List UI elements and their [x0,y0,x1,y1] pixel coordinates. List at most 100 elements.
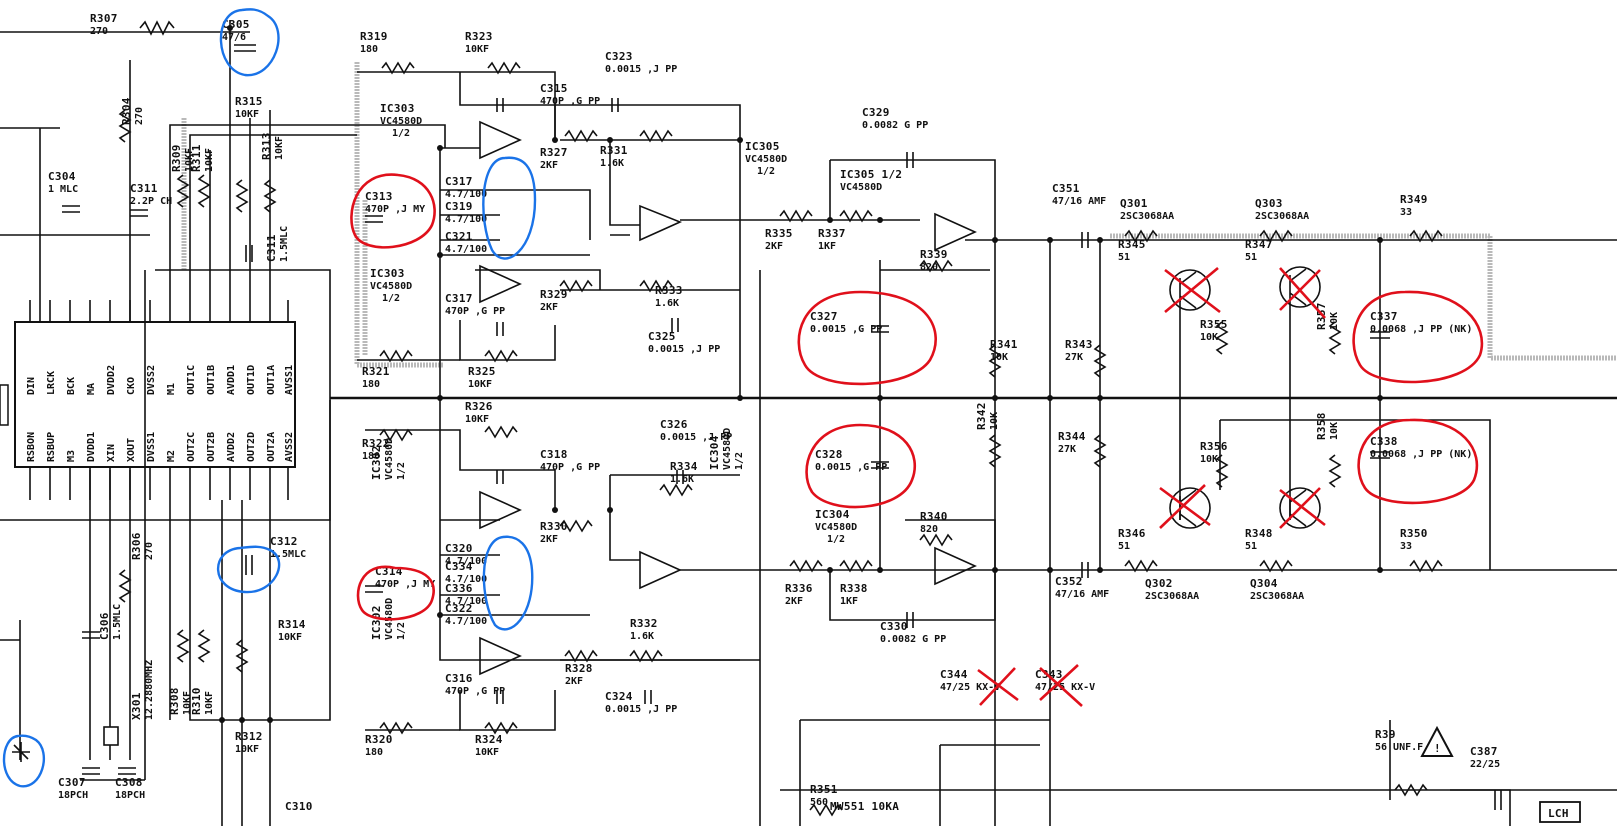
component-ref-label: C320 [445,542,473,555]
component-ref-label: R323 [465,30,493,43]
component-ref-label: C352 [1055,575,1083,588]
dac-top-pin-label: DIN [26,377,37,395]
component-value-label: 10K [1200,332,1218,343]
dac-top-pin-label: OUT1A [266,365,277,395]
component-value-label: 470P ,G PP [540,96,600,107]
dac-top-pin-label: BCK [66,377,77,395]
component-value-label: 4.7/100 [445,616,487,627]
component-value-label: 10KF [465,414,489,425]
component-value-label: 10K [1329,312,1340,330]
component-value-label: 27K [1065,352,1083,363]
component-ref-label: X301 [130,692,143,720]
component-value-label: 12.2880MHZ [144,660,155,720]
component-value-label: 470P ,G PP [445,306,505,317]
component-ref-label: C334 [445,560,473,573]
component-value-label: 470P ,J MY [365,204,425,215]
component-ref-label: Q301 [1120,197,1148,210]
component-ref-label: R355 [1200,318,1228,331]
component-value-label: 10K [990,352,1008,363]
component-ref-label: C304 [48,170,76,183]
component-value-label: 51 [1245,252,1257,263]
component-value-label: 10KF [278,632,302,643]
dac-top-pin-label: DVSS2 [146,365,157,395]
opamp-unit-label: 1/2 [734,452,745,470]
dac-bottom-pin-label: OUT2D [246,432,257,462]
component-ref-label: C306 [98,612,111,640]
junction-dots [219,25,1383,723]
opamp-type-label: VC4580D [840,182,882,193]
opamp-type-label: VC4580D [384,438,395,480]
component-value-label: 47/16 AMF [1052,196,1106,207]
component-value-label: 180 [362,451,380,462]
component-ref-label: R357 [1315,302,1328,330]
resistor-symbols [118,20,1443,817]
component-value-label: 4.7/100 [445,244,487,255]
component-ref-label: R314 [278,618,306,631]
component-value-label: 4.7/100 [445,189,487,200]
component-value-label: 4.7/100 [445,596,487,607]
component-ref-label: C307 [58,776,86,789]
component-value-label: 0.0015 ,J PP [648,344,720,355]
dac-bottom-pin-label: RSBON [26,432,37,462]
component-value-label: 10K [1329,422,1340,440]
component-ref-label: C323 [605,50,633,63]
component-value-label: 47/25 KX-V [1035,682,1095,693]
component-ref-label: R310 [190,687,203,715]
component-ref-label: R334 [670,460,698,473]
component-value-label: 22/25 [1470,759,1500,770]
component-value-label: 1KF [818,241,836,252]
component-value-label: 0.0015 ,J PP [605,64,677,75]
dac-top-pin-label: MA [86,383,97,395]
lch-label: LCH [1548,807,1569,820]
component-ref-label: R319 [360,30,388,43]
component-ref-label: C313 [365,190,393,203]
opamp-type-label: VC4580D [370,281,412,292]
component-value-label: 51 [1118,541,1130,552]
opamp-unit-label: 1/2 [382,293,400,304]
opamp-type-label: VC4580D [745,154,787,165]
component-value-label: 0.0068 ,J PP (NK) [1370,449,1472,460]
component-ref-label: R320 [365,733,393,746]
red-markup-circles [350,173,1484,621]
component-value-label: 1.5MLC [270,549,306,560]
component-value-label: 470P ,G PP [445,686,505,697]
component-ref-label: R324 [475,733,503,746]
component-value-label: 33 [1400,207,1412,218]
dac-top-pin-label: AVSS1 [284,365,295,395]
component-ref-label: C311 [130,182,158,195]
component-value-label: 1.5MLC [279,226,290,262]
dac-top-pin-label: OUT1D [246,365,257,395]
component-ref-label: R327 [540,146,568,159]
component-ref-label: R308 [168,687,181,715]
component-value-label: 10KF [465,44,489,55]
component-value-label: 4.7/100 [445,574,487,585]
opamp-ref-label: IC304 [815,508,850,521]
component-value-label: 10KF [235,109,259,120]
component-ref-label: R342 [975,402,988,430]
component-ref-label: R312 [235,730,263,743]
component-value-label: 820 [920,262,938,273]
dac-bottom-pin-label: AVSS2 [284,432,295,462]
component-value-label: 2SC3068AA [1120,211,1174,222]
opamp-ref-label: IC305 1/2 [840,168,902,181]
dac-bottom-pin-label: OUT2A [266,432,277,462]
component-ref-label: C317 [445,292,473,305]
dac-bottom-pin-label: DVSS1 [146,432,157,462]
component-value-label: 180 [360,44,378,55]
component-value-label: 820 [920,524,938,535]
component-ref-label: C337 [1370,310,1398,323]
component-ref-label: C326 [660,418,688,431]
component-value-label: 470P ,J MY [375,579,435,590]
component-value-label: 10KF [468,379,492,390]
opamp-ref-label: IC302 [370,605,383,640]
blue-markup-circles [2,8,537,788]
component-value-label: 47/16 AMF [1055,589,1109,600]
component-ref-label: R328 [565,662,593,675]
opamp-ref-label: IC304 [708,435,721,470]
component-value-label: 2KF [785,596,803,607]
component-value-label: 0.0082 G PP [880,634,946,645]
component-value-label: 1.6K [630,631,654,642]
component-value-label: 10KF [184,148,195,172]
component-ref-label: R335 [765,227,793,240]
